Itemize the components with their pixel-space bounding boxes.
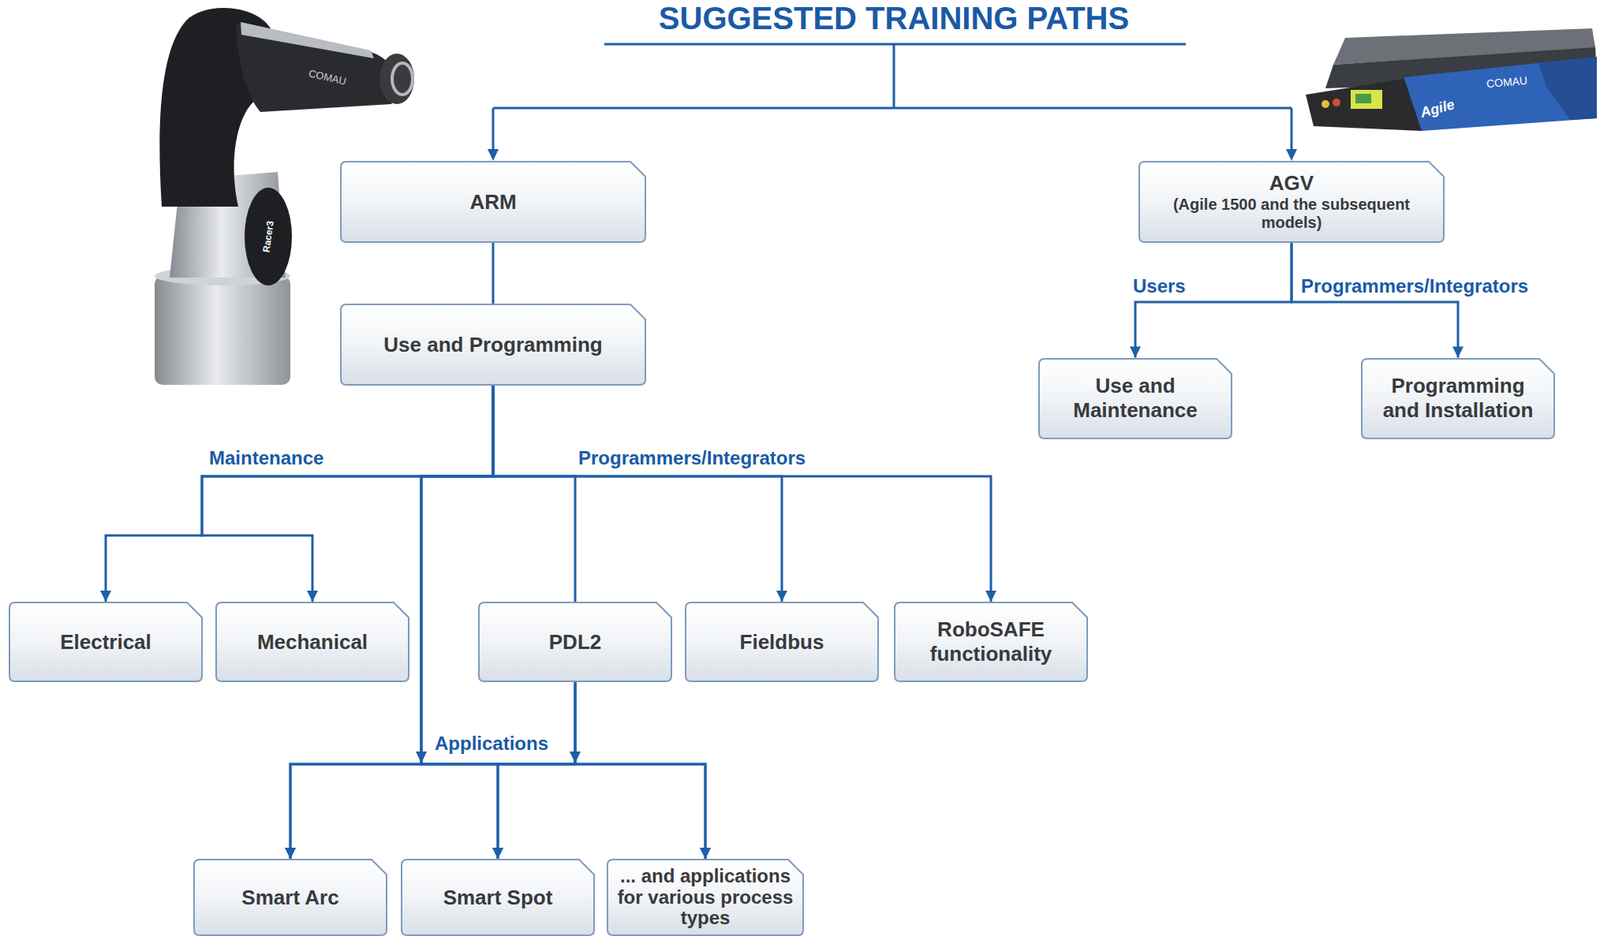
brand-mark: COMAU: [1485, 74, 1528, 90]
agv-deck-top: [1333, 28, 1596, 65]
robot-flange: [392, 63, 413, 95]
robot-wrist: [379, 53, 415, 105]
branch-label: Programmers/Integrators: [1298, 275, 1531, 299]
connector: [105, 385, 494, 602]
training-box: Electrical: [8, 601, 203, 683]
robot-base: [154, 276, 291, 386]
box-title: Use and Maintenance: [1049, 373, 1222, 423]
box-title: Smart Spot: [411, 885, 584, 911]
box-text: Electrical: [19, 630, 192, 655]
connector: [201, 385, 494, 602]
training-box: ... and applications for various process…: [606, 859, 804, 937]
brand-mark: Agile: [1418, 96, 1457, 122]
title-bracket: [1290, 108, 1294, 150]
box-text: Mechanical: [226, 630, 399, 655]
title-bracket: [493, 44, 1292, 109]
training-box: ARM: [340, 160, 647, 243]
training-box: Fieldbus: [684, 601, 879, 683]
box-text: Programming and Installation: [1370, 373, 1546, 423]
box-title: Smart Arc: [204, 885, 377, 911]
box-text: Smart Spot: [411, 885, 584, 911]
branch-label: Maintenance: [206, 447, 326, 471]
box-text: ... and applications for various process…: [613, 866, 798, 929]
training-box: RoboSAFE functionality: [893, 601, 1088, 683]
box-text: Use and Maintenance: [1049, 373, 1222, 423]
connector: [575, 682, 706, 860]
connector: [493, 385, 782, 602]
training-box: Mechanical: [215, 601, 410, 683]
branch-label: Programmers/Integrators: [575, 447, 808, 471]
training-box: Programming and Installation: [1360, 358, 1556, 440]
box-text: Fieldbus: [695, 630, 868, 655]
agv-button: [1321, 100, 1330, 109]
agv-body: [1398, 56, 1597, 131]
box-text: PDL2: [489, 630, 662, 655]
box-title: Mechanical: [226, 630, 399, 655]
connector: [290, 682, 576, 860]
box-title: RoboSAFE functionality: [904, 617, 1077, 666]
box-text: Use and Programming: [354, 332, 632, 358]
title-bracket: [492, 108, 495, 150]
box-title: ARM: [354, 190, 632, 215]
box-title: Fieldbus: [695, 630, 868, 655]
brand-mark: Racer3: [260, 220, 276, 254]
box-title: PDL2: [489, 630, 662, 655]
box-title: Use and Programming: [354, 332, 632, 358]
connector: [492, 242, 495, 304]
agv-display: [1350, 89, 1383, 109]
branch-label: Users: [1130, 275, 1189, 299]
box-text: Smart Arc: [204, 885, 377, 911]
box-subtitle: (Agile 1500 and the subsequent models): [1155, 195, 1428, 233]
connector: [1135, 242, 1292, 359]
robot-joint: [244, 187, 292, 286]
connector: [493, 385, 991, 602]
connector: [1291, 242, 1458, 359]
training-box: Smart Spot: [400, 859, 595, 937]
training-box: Smart Arc: [193, 859, 388, 937]
training-box: Use and Maintenance: [1038, 358, 1233, 440]
box-title: Programming and Installation: [1370, 373, 1546, 423]
training-box: PDL2: [478, 601, 673, 683]
agv-vehicle: [1305, 28, 1597, 131]
arrow-head: [487, 149, 499, 161]
agv-body-shade: [1538, 56, 1597, 120]
box-text: ARM: [354, 190, 632, 215]
training-box: Use and Programming: [340, 303, 647, 386]
box-title: ... and applications for various process…: [613, 866, 798, 929]
robot-forearm-trim: [240, 22, 374, 59]
diagram-title: SUGGESTED TRAINING PATHS: [578, 0, 1210, 37]
agv-front: [1305, 78, 1422, 131]
box-title: Electrical: [19, 630, 192, 655]
agv-screen: [1355, 93, 1372, 104]
box-text: RoboSAFE functionality: [904, 617, 1077, 666]
arrow-head: [1285, 149, 1298, 161]
box-title: AGV: [1155, 171, 1428, 196]
connector: [493, 385, 576, 602]
box-text: AGV(Agile 1500 and the subsequent models…: [1155, 171, 1428, 233]
brand-mark: COMAU: [307, 67, 348, 88]
agv-button: [1332, 98, 1341, 107]
training-box: AGV(Agile 1500 and the subsequent models…: [1138, 160, 1445, 243]
connector: [497, 682, 576, 860]
branch-label: Applications: [432, 732, 551, 756]
